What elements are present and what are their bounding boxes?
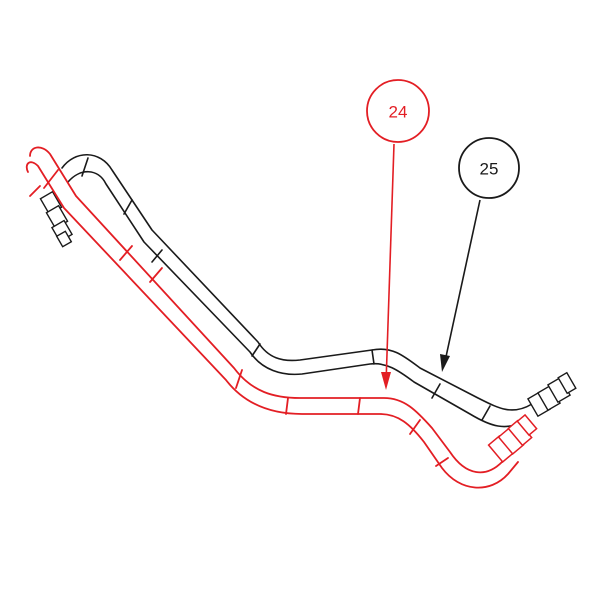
fitting-right-black — [526, 371, 577, 418]
hose-25 — [61, 154, 533, 428]
callout-25-circle — [458, 137, 520, 199]
callout-25-arrowhead — [440, 354, 450, 372]
fitting-right-red — [487, 413, 538, 463]
fitting-left-black — [39, 190, 74, 248]
callout-24-arrowhead — [381, 372, 391, 390]
callout-24-leader — [385, 143, 395, 385]
callout-24-circle — [366, 79, 430, 143]
callout-24-number: 24 — [389, 103, 408, 122]
callout-25-number: 25 — [480, 160, 499, 179]
callout-25: 25 — [440, 137, 520, 372]
hose-24 — [25, 146, 519, 489]
callout-24: 24 — [366, 79, 430, 390]
callout-25-leader — [443, 199, 481, 367]
